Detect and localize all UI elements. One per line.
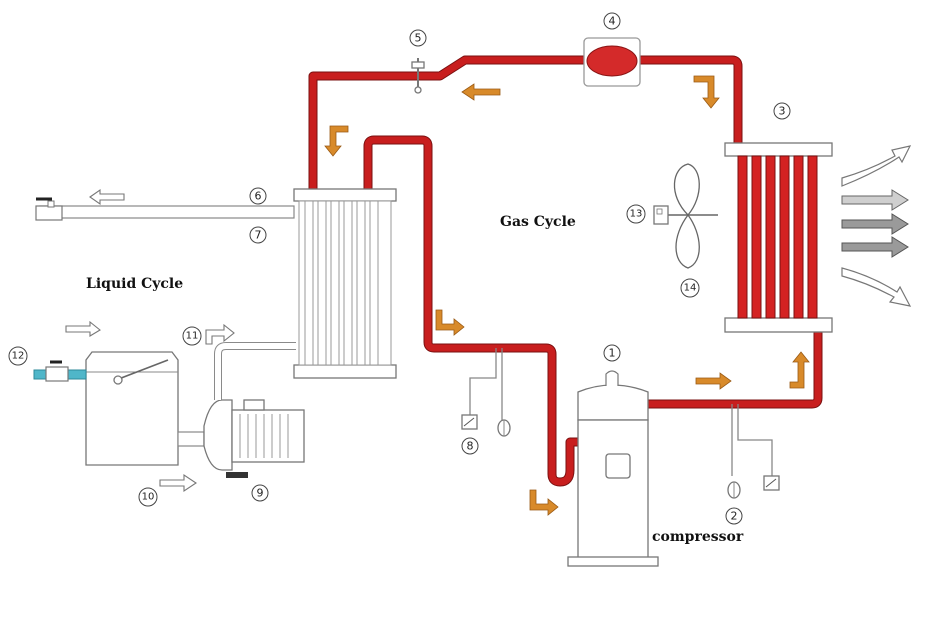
- water-outlet: [35, 188, 295, 221]
- evaporator: [293, 188, 397, 379]
- high-pressure-switch: [727, 404, 780, 499]
- callout-10: 10: [138, 487, 158, 507]
- expansion-valve: [411, 58, 425, 94]
- refrigerant-flow-arrows: [324, 75, 810, 516]
- callout-9: 9: [251, 484, 269, 502]
- callout-8: 8: [461, 437, 479, 455]
- compressor-label: compressor: [652, 529, 744, 545]
- callout-6: 6: [249, 187, 267, 205]
- callout-5-text: 5: [415, 32, 422, 45]
- callout-14: 14: [680, 278, 700, 298]
- callout-13: 13: [626, 204, 646, 224]
- callout-4-text: 4: [609, 15, 616, 28]
- callout-10-text: 10: [142, 492, 155, 503]
- callout-2-text: 2: [731, 510, 738, 523]
- callout-7-text: 7: [255, 229, 262, 242]
- liquid-cycle-label: Liquid Cycle: [86, 276, 183, 292]
- water-pump: [159, 323, 305, 493]
- callout-4: 4: [603, 12, 621, 30]
- callout-6-text: 6: [255, 190, 262, 203]
- low-pressure-switch: [461, 348, 511, 437]
- callout-11: 11: [182, 326, 202, 346]
- callout-2: 2: [725, 507, 743, 525]
- receiver-component: [583, 37, 641, 87]
- condenser-fan: [653, 163, 718, 269]
- callout-13-text: 13: [630, 209, 643, 220]
- callout-12: 12: [8, 346, 28, 366]
- condenser: [724, 142, 833, 333]
- callout-3: 3: [773, 102, 791, 120]
- airflow-arrows: [841, 145, 912, 307]
- callout-7: 7: [249, 226, 267, 244]
- condenser-tubes: [737, 155, 818, 319]
- callout-1-text: 1: [609, 347, 616, 360]
- compressor: [567, 370, 659, 567]
- callout-5: 5: [409, 29, 427, 47]
- callout-8-text: 8: [467, 440, 474, 453]
- callout-1: 1: [603, 344, 621, 362]
- water-tank: [33, 320, 179, 466]
- callout-9-text: 9: [257, 487, 264, 500]
- callout-3-text: 3: [779, 105, 786, 118]
- callout-12-text: 12: [12, 351, 25, 362]
- refrigerant-pipes: [308, 55, 823, 487]
- callout-14-text: 14: [684, 283, 697, 294]
- gas-cycle-label: Gas Cycle: [500, 214, 576, 230]
- callout-11-text: 11: [186, 331, 199, 342]
